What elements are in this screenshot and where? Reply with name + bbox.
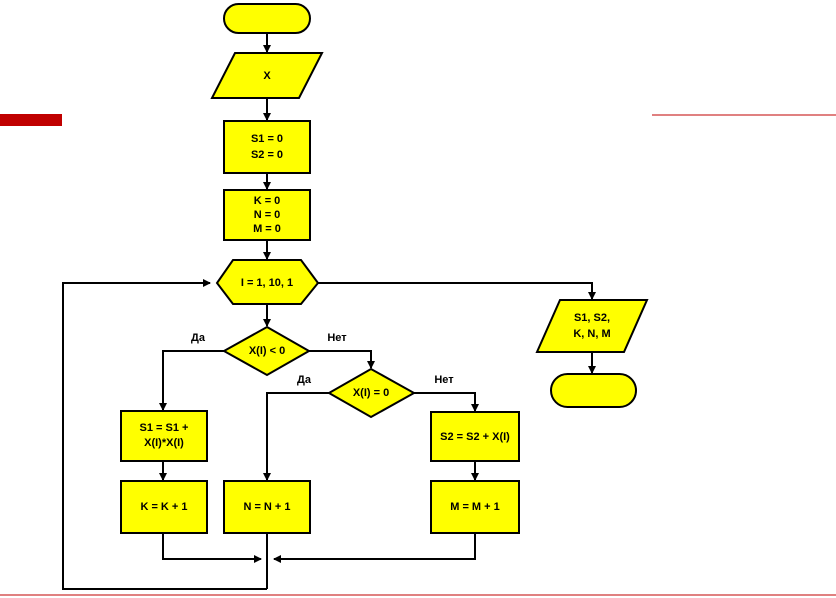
- output-line-2: K, N, M: [573, 328, 610, 340]
- loop-block: I = 1, 10, 1: [215, 259, 320, 305]
- condition-2-text: X(I) = 0: [353, 387, 389, 399]
- m-update-block: M = M + 1: [430, 480, 520, 534]
- init-knm-line-1: K = 0: [254, 195, 281, 207]
- k-update-text: K = K + 1: [140, 501, 187, 513]
- end-terminator: [550, 373, 637, 408]
- connectors: [62, 33, 596, 590]
- s1-update-line-2: X(I)*X(I): [144, 437, 184, 449]
- condition-1-block: X(I) < 0: [221, 325, 312, 377]
- start-terminator: [223, 3, 311, 34]
- connector-k-merge: [162, 533, 262, 563]
- connector-cond1-no: [309, 350, 375, 369]
- condition-2-no-label: Нет: [434, 374, 454, 386]
- connector-loop-back: [62, 279, 267, 590]
- condition-1-yes-label: Да: [191, 332, 206, 344]
- s1-update-line-1: S1 = S1 +: [140, 422, 189, 434]
- s2-update-block: S2 = S2 + X(I): [430, 411, 520, 462]
- input-block: X: [210, 52, 324, 99]
- init-knm-block: K = 0 N = 0 M = 0: [223, 189, 311, 241]
- m-update-text: M = M + 1: [450, 501, 500, 513]
- n-update-text: N = N + 1: [243, 501, 290, 513]
- connector-cond2-yes: [263, 392, 329, 481]
- condition-1-no-label: Нет: [327, 332, 347, 344]
- connector-cond1-yes: [159, 350, 224, 411]
- init-s-line-2: S2 = 0: [251, 149, 283, 161]
- output-block: S1, S2, K, N, M: [535, 299, 649, 353]
- input-block-text: X: [263, 70, 271, 82]
- connector-m-merge: [273, 533, 476, 563]
- condition-2-block: X(I) = 0: [326, 367, 417, 419]
- s1-update-block: S1 = S1 + X(I)*X(I): [120, 410, 208, 462]
- k-update-block: K = K + 1: [120, 480, 208, 534]
- init-s-block: S1 = 0 S2 = 0: [223, 120, 311, 174]
- connector-loop-exit: [317, 282, 596, 300]
- init-s-line-1: S1 = 0: [251, 133, 283, 145]
- output-line-1: S1, S2,: [574, 312, 610, 324]
- red-accent-bar: [0, 114, 62, 126]
- s2-update-text: S2 = S2 + X(I): [440, 431, 510, 443]
- loop-block-text: I = 1, 10, 1: [241, 277, 293, 289]
- init-knm-line-3: M = 0: [253, 223, 281, 235]
- condition-1-text: X(I) < 0: [249, 345, 285, 357]
- init-knm-line-2: N = 0: [254, 209, 281, 221]
- connector-cond2-no: [414, 392, 479, 412]
- n-update-block: N = N + 1: [223, 480, 311, 534]
- condition-2-yes-label: Да: [297, 374, 312, 386]
